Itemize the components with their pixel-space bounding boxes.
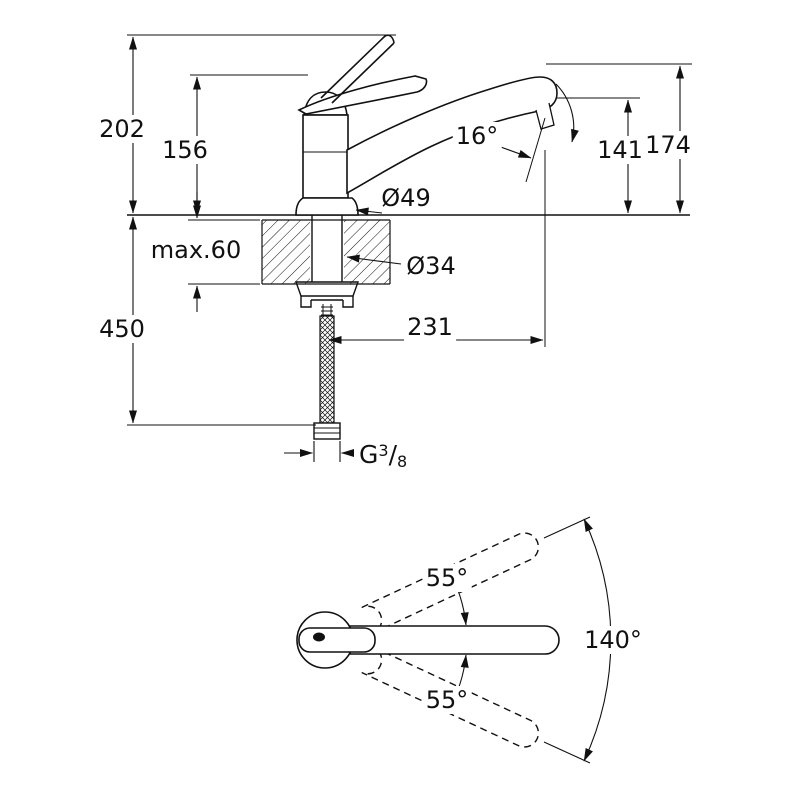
dim-231-label: 231 [404, 313, 456, 341]
lever-raised-position [320, 34, 395, 104]
stream-direction-line [525, 117, 546, 183]
dim-55-lower-label: 55° [422, 686, 472, 714]
thread-slash: / [388, 440, 397, 469]
counter-section [261, 219, 391, 285]
dim-55-upper-label: 55° [422, 564, 472, 592]
dim-dia34-label: Ø34 [403, 252, 459, 280]
dim-thread-label: G3/8 [357, 440, 410, 471]
side-view-dimensions [127, 34, 692, 462]
thread-denominator: 8 [397, 452, 408, 471]
lever-top-view [298, 627, 376, 653]
thread-g: G [359, 440, 379, 469]
faucet-body [295, 91, 359, 216]
lever-mark [313, 632, 325, 642]
dim-max60-label: max.60 [147, 236, 245, 264]
dim-174-label: 174 [642, 131, 694, 159]
arc-16deg [555, 83, 579, 143]
leader-16deg [497, 145, 532, 159]
leader-dia34 [346, 254, 402, 265]
dim-dia49-label: Ø49 [378, 184, 434, 212]
aerator [535, 102, 555, 130]
base-flange [295, 197, 359, 216]
faucet-top-view-drawing [296, 516, 612, 764]
dim-140-label: 140° [581, 626, 645, 654]
lever-handle [297, 34, 428, 115]
hose-end-fitting [313, 422, 341, 440]
swivel-positions-dashed [361, 532, 540, 748]
dim-202-label: 202 [96, 115, 148, 143]
shank-and-hose [295, 215, 359, 440]
spout-top-view [349, 625, 560, 655]
flex-hose [319, 315, 335, 424]
leader-dia49 [355, 207, 383, 216]
spout [346, 76, 558, 195]
faucet-side-view-drawing [127, 34, 692, 462]
dim-16deg-label: 16° [452, 122, 502, 150]
dim-141-label: 141 [594, 136, 646, 164]
thread-numerator: 3 [378, 441, 389, 460]
dim-450-label: 450 [96, 315, 148, 343]
dim-156-label: 156 [159, 136, 211, 164]
